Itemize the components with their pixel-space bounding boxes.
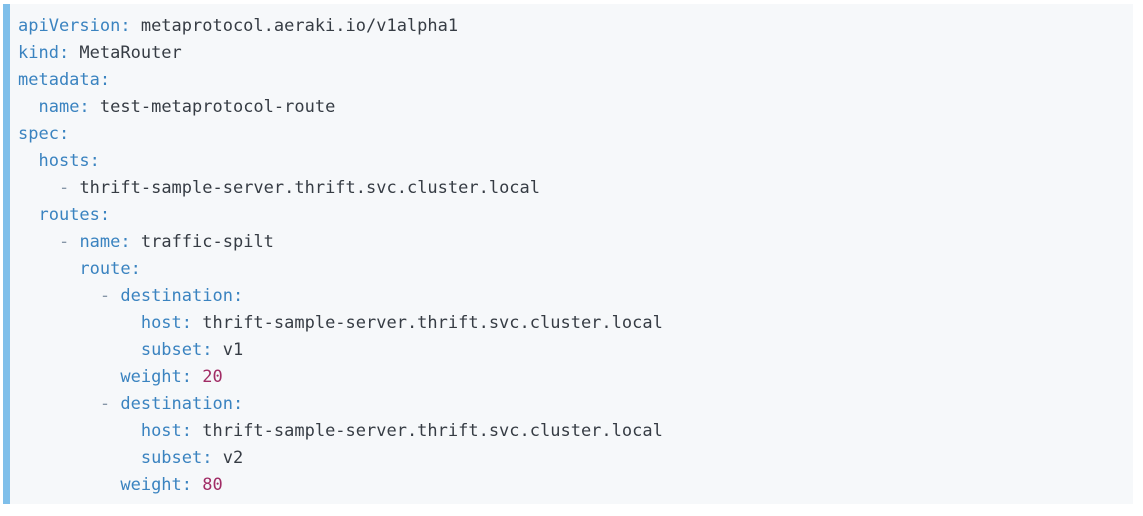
- code-token-key: destination:: [120, 394, 244, 414]
- yaml-code-block: apiVersion: metaprotocol.aeraki.io/v1alp…: [3, 4, 1133, 504]
- code-line: weight: 80: [18, 472, 1133, 499]
- code-token-key: routes:: [38, 205, 111, 225]
- code-token-value: thrift-sample-server.thrift.svc.cluster.…: [79, 178, 541, 198]
- code-line: hosts:: [18, 148, 1133, 175]
- code-line: subset: v2: [18, 445, 1133, 472]
- code-line: routes:: [18, 202, 1133, 229]
- code-token-value: v2: [212, 448, 244, 468]
- code-line: - thrift-sample-server.thrift.svc.cluste…: [18, 175, 1133, 202]
- code-token-value: MetaRouter: [69, 43, 182, 63]
- code-token-value: test-metaprotocol-route: [89, 97, 336, 117]
- code-token-key: metadata:: [18, 70, 111, 90]
- code-token-key: hosts:: [38, 151, 100, 171]
- code-line: - name: traffic-spilt: [18, 229, 1133, 256]
- code-token-punct: -: [99, 286, 121, 306]
- code-token-number: 20: [192, 367, 223, 387]
- code-token-ws: [18, 178, 59, 198]
- code-token-ws: [18, 421, 141, 441]
- code-token-key: subset:: [140, 448, 213, 468]
- code-token-ws: [18, 97, 38, 117]
- code-line: spec:: [18, 121, 1133, 148]
- code-token-ws: [18, 151, 38, 171]
- accent-bar: [3, 4, 10, 504]
- code-token-key: weight:: [120, 475, 193, 495]
- code-token-value: traffic-spilt: [130, 232, 274, 252]
- code-token-ws: [18, 367, 120, 387]
- code-token-punct: -: [99, 394, 121, 414]
- code-token-punct: -: [58, 232, 80, 252]
- code-line: weight: 20: [18, 364, 1133, 391]
- code-token-key: apiVersion:: [18, 16, 131, 36]
- code-token-ws: [18, 205, 38, 225]
- code-line: apiVersion: metaprotocol.aeraki.io/v1alp…: [18, 13, 1133, 40]
- code-token-value: v1: [212, 340, 244, 360]
- code-token-ws: [18, 286, 100, 306]
- code-line: subset: v1: [18, 337, 1133, 364]
- code-line: route:: [18, 256, 1133, 283]
- code-token-number: 80: [192, 475, 223, 495]
- code-token-key: weight:: [120, 367, 193, 387]
- code-token-key: host:: [140, 421, 193, 441]
- code-token-value: metaprotocol.aeraki.io/v1alpha1: [130, 16, 459, 36]
- code-token-ws: [18, 313, 141, 333]
- code-token-ws: [18, 448, 141, 468]
- code-token-punct: -: [58, 178, 80, 198]
- code-token-key: host:: [140, 313, 193, 333]
- code-token-ws: [18, 259, 79, 279]
- code-token-ws: [18, 340, 141, 360]
- code-token-key: name:: [79, 232, 131, 252]
- code-token-ws: [18, 475, 120, 495]
- code-token-ws: [18, 394, 100, 414]
- code-line: - destination:: [18, 283, 1133, 310]
- yaml-code[interactable]: apiVersion: metaprotocol.aeraki.io/v1alp…: [10, 4, 1133, 504]
- code-token-ws: [18, 232, 59, 252]
- code-line: host: thrift-sample-server.thrift.svc.cl…: [18, 418, 1133, 445]
- code-token-key: route:: [79, 259, 141, 279]
- code-token-key: spec:: [18, 124, 70, 144]
- code-line: - destination:: [18, 391, 1133, 418]
- code-line: metadata:: [18, 67, 1133, 94]
- code-line: kind: MetaRouter: [18, 40, 1133, 67]
- code-token-value: thrift-sample-server.thrift.svc.cluster.…: [192, 313, 663, 333]
- code-line: name: test-metaprotocol-route: [18, 94, 1133, 121]
- code-token-key: subset:: [140, 340, 213, 360]
- code-token-key: name:: [38, 97, 90, 117]
- code-token-key: kind:: [18, 43, 70, 63]
- code-token-value: thrift-sample-server.thrift.svc.cluster.…: [192, 421, 663, 441]
- code-line: host: thrift-sample-server.thrift.svc.cl…: [18, 310, 1133, 337]
- code-token-key: destination:: [120, 286, 244, 306]
